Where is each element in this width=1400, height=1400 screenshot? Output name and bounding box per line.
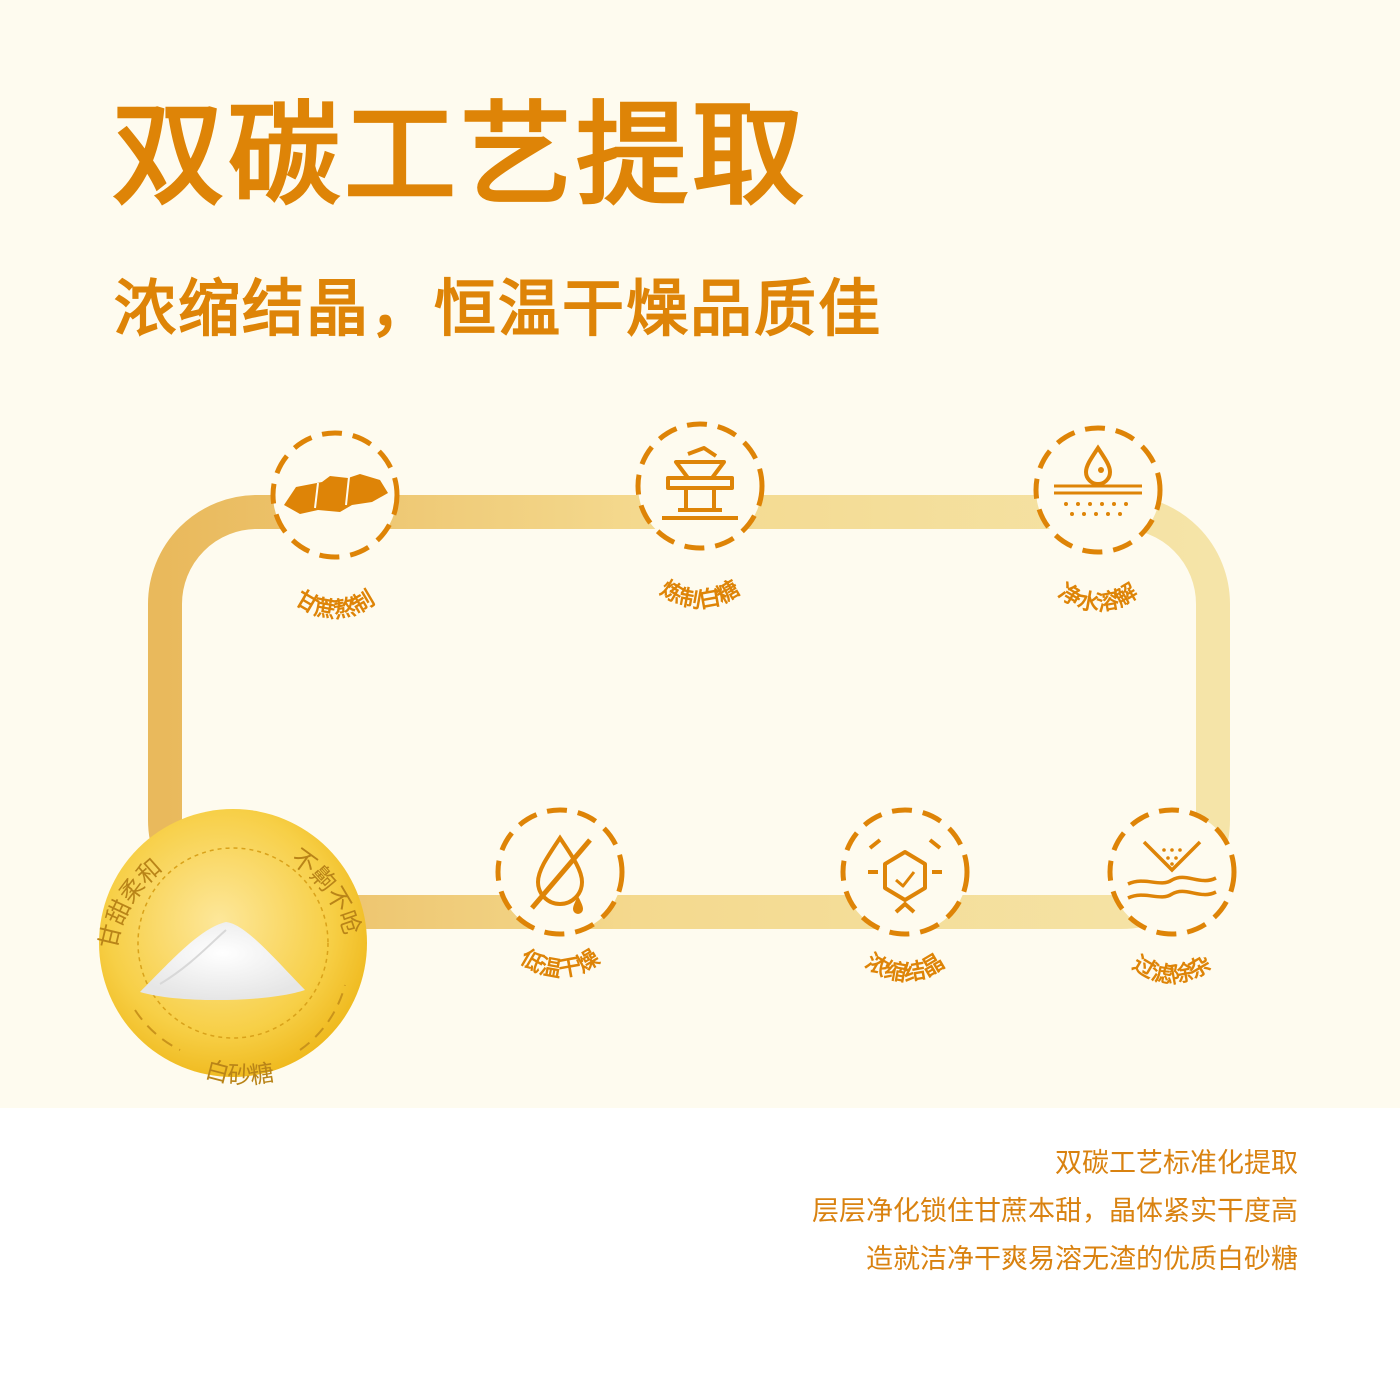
- page-title: 双碳工艺提取: [112, 91, 808, 221]
- step-label: 净水溶解: [1054, 579, 1142, 617]
- process-step: 过滤除杂: [1107, 807, 1237, 989]
- process-step: 净水溶解: [1033, 425, 1163, 617]
- step-label: 浓缩结晶: [861, 949, 949, 986]
- step-label: 过滤除杂: [1128, 951, 1216, 988]
- step-label: 低温干燥: [515, 945, 605, 983]
- footer-line: 造就洁净干爽易溶无渣的优质白砂糖: [866, 1244, 1298, 1275]
- process-step: 甘蔗熬制: [270, 430, 400, 624]
- low-temp-dry-icon: [530, 834, 592, 914]
- process-step: 炼制白糖: [635, 421, 765, 614]
- crystal-icon: [868, 838, 942, 914]
- product-badge: 甘甜柔和 不齁不呛 白砂糖: [94, 809, 367, 1090]
- filter-icon: [1127, 840, 1217, 900]
- footer-line: 双碳工艺标准化提取: [1055, 1148, 1298, 1179]
- footer-panel: 双碳工艺标准化提取 层层净化锁住甘蔗本甜，晶体紧实干度高 造就洁净干爽易溶无渣的…: [0, 1108, 1400, 1400]
- step-label: 炼制白糖: [656, 576, 744, 614]
- process-step: 浓缩结晶: [840, 807, 970, 987]
- refining-equipment-icon: [662, 446, 738, 520]
- water-dissolve-icon: [1054, 444, 1142, 516]
- process-step: 低温干燥: [495, 807, 625, 983]
- footer-line: 层层净化锁住甘蔗本甜，晶体紧实干度高: [812, 1196, 1298, 1227]
- sugar-pile-icon: [140, 922, 305, 1001]
- sugarcane-icon: [284, 474, 388, 514]
- step-label: 甘蔗熬制: [291, 586, 379, 623]
- page-subtitle: 浓缩结晶，恒温干燥品质佳: [114, 272, 883, 345]
